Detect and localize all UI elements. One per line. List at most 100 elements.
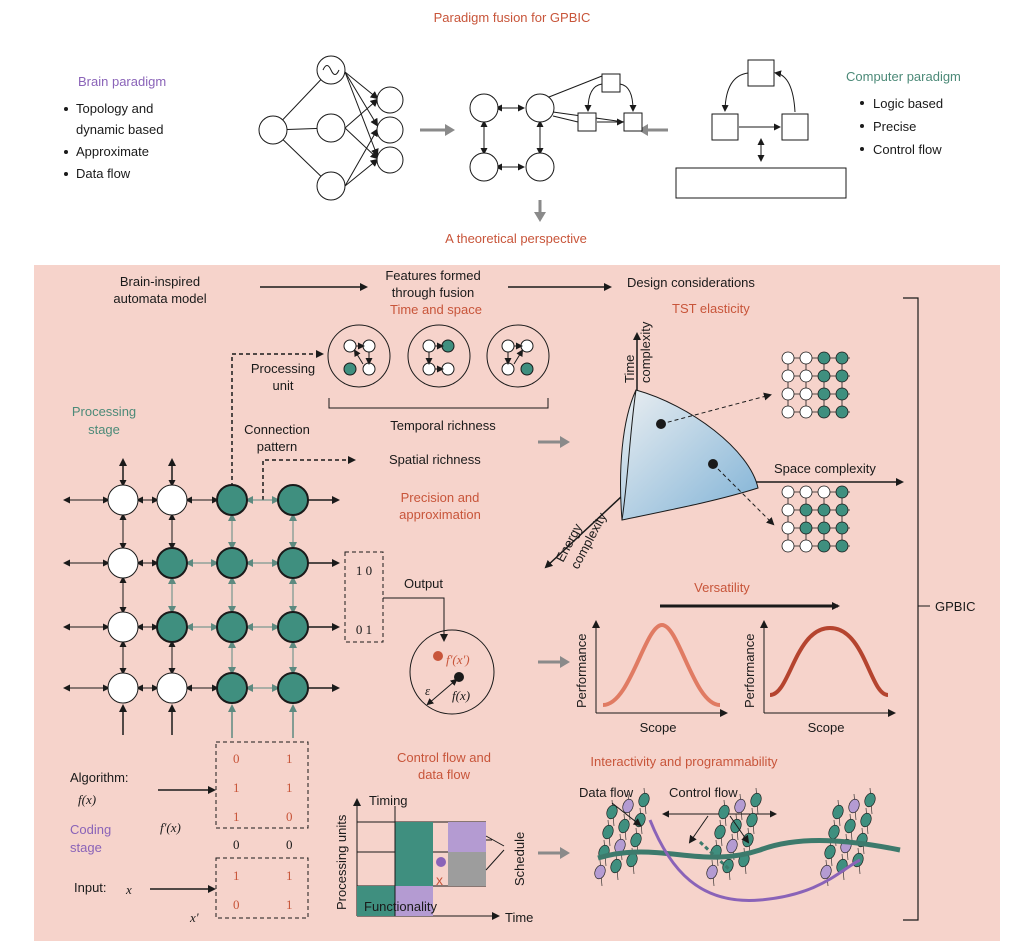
mini-node: [817, 387, 831, 401]
output-label: Output: [404, 576, 443, 591]
processing-units-label: Processing units: [334, 814, 349, 910]
space-complexity-label: Space complexity: [774, 461, 876, 476]
brain-bullet-1b: dynamic based: [76, 122, 163, 137]
grid-node: [156, 611, 188, 643]
mini-node: [781, 539, 795, 553]
grid-node: [277, 547, 309, 579]
approximation-circle: [409, 629, 495, 715]
algorithm-label: Algorithm:: [70, 770, 129, 785]
mini-node: [781, 369, 795, 383]
performance-axis-label-1: Performance: [574, 634, 589, 708]
grid-node: [277, 484, 309, 516]
neural-network-diagram: [258, 55, 404, 201]
connection-pattern-label-1: Connection: [244, 422, 310, 437]
temporal-richness-label: Temporal richness: [390, 418, 496, 433]
schedule-label: Schedule: [512, 832, 527, 886]
grid-node: [107, 672, 139, 704]
mini-node: [835, 369, 849, 383]
epsilon-symbol: ε: [425, 683, 431, 698]
processing-grid: [63, 458, 340, 738]
mini-node: [835, 503, 849, 517]
sparse-grid-top: [781, 351, 850, 419]
features-label-1: Features formed: [385, 268, 480, 283]
input-m-0-1: 1: [286, 868, 293, 883]
mini-node: [835, 539, 849, 553]
computer-bullet-2: Precise: [873, 119, 916, 134]
tst-elasticity-label: TST elasticity: [672, 301, 750, 316]
mini-node: [799, 539, 813, 553]
time-label: Time: [505, 910, 533, 925]
mini-node: [817, 539, 831, 553]
brain-paradigm-title: Brain paradigm: [78, 74, 166, 89]
mini-node: [781, 387, 795, 401]
algo-m-2-0: 1: [233, 809, 240, 824]
control-flow-label: Control flow: [669, 785, 738, 800]
mini-node: [817, 485, 831, 499]
precision-label-1: Precision and: [401, 490, 480, 505]
input-label: Input:: [74, 880, 107, 895]
control-data-label-1: Control flow and: [397, 750, 491, 765]
grid-node: [156, 484, 188, 516]
performance-axis-label-2: Performance: [742, 634, 757, 708]
input-x-prime: x': [189, 910, 199, 925]
gpbic-label: GPBIC: [935, 599, 975, 614]
output-row-1: 1 0: [356, 563, 372, 578]
mini-node: [799, 485, 813, 499]
design-considerations-label: Design considerations: [627, 275, 755, 290]
precision-label-2: approximation: [399, 507, 481, 522]
mini-node: [817, 369, 831, 383]
processing-stage-label-1: Processing: [72, 404, 136, 419]
processing-units: [327, 324, 550, 388]
grid-node: [107, 611, 139, 643]
processing-unit-label-2: unit: [273, 378, 294, 393]
grid-node: [107, 484, 139, 516]
schedule-chart: x: [353, 798, 505, 920]
functionality-label: Functionality: [364, 899, 437, 914]
mini-node: [799, 503, 813, 517]
mini-node: [835, 405, 849, 419]
grid-node: [216, 611, 248, 643]
input-x: x: [125, 882, 132, 897]
processing-stage-label-2: stage: [88, 422, 120, 437]
scope-axis-label-2: Scope: [808, 720, 845, 735]
coding-stage-label-1: Coding: [70, 822, 111, 837]
mini-node: [781, 351, 795, 365]
grid-node: [216, 547, 248, 579]
versatility-label: Versatility: [694, 580, 750, 595]
figure-title: Paradigm fusion for GPBIC: [434, 10, 591, 25]
brain-bullet-1: Topology and: [76, 101, 153, 116]
spatial-richness-label: Spatial richness: [389, 452, 481, 467]
mini-node: [817, 503, 831, 517]
input-m-1-0: 0: [233, 897, 240, 912]
mini-node: [781, 521, 795, 535]
processing-unit-label-1: Processing: [251, 361, 315, 376]
algo-m-1-1: 1: [286, 780, 293, 795]
algo-m-2-1: 0: [286, 809, 293, 824]
time-complexity-label-2: complexity: [638, 321, 653, 383]
input-m-0-0: 1: [233, 868, 240, 883]
model-label-2: automata model: [113, 291, 206, 306]
algo-bottom-1: 0: [286, 837, 293, 852]
mini-node: [835, 351, 849, 365]
mini-node: [799, 405, 813, 419]
tst-3d-plot: [544, 332, 904, 569]
f-prime-x-label: f'(x): [160, 820, 181, 835]
f-of-x: f(x): [452, 688, 470, 703]
time-complexity-label-1: Time: [622, 355, 637, 383]
sparse-grid-bottom: [781, 485, 850, 553]
theoretical-perspective-label: A theoretical perspective: [445, 231, 587, 246]
mini-node: [835, 387, 849, 401]
mini-node: [799, 369, 813, 383]
mini-node: [799, 351, 813, 365]
control-data-label-2: data flow: [418, 767, 471, 782]
mini-node: [799, 387, 813, 401]
computer-bullet-3: Control flow: [873, 142, 942, 157]
algo-m-1-0: 1: [233, 780, 240, 795]
grid-node: [156, 547, 188, 579]
mini-node: [781, 405, 795, 419]
connection-pattern-label-2: pattern: [257, 439, 297, 454]
performance-plot-wide: [760, 620, 896, 717]
grid-node: [107, 547, 139, 579]
interactivity-diagram: [594, 787, 901, 902]
